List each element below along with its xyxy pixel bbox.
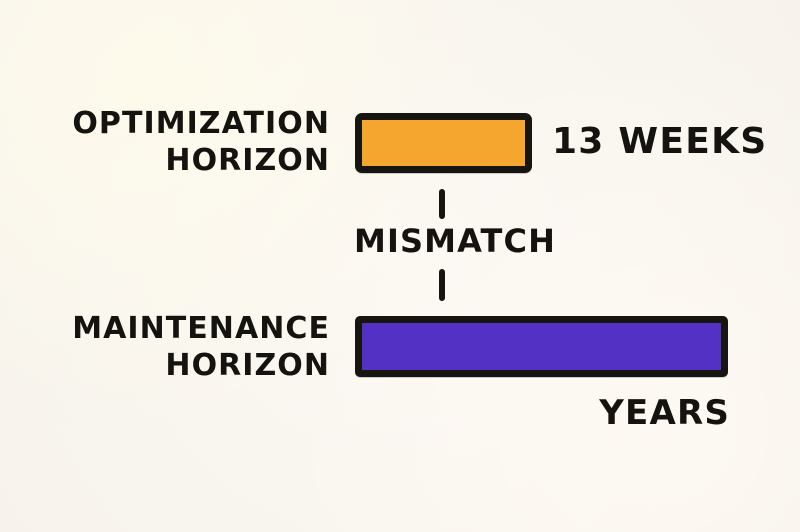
mismatch-tick-upper-icon (439, 189, 445, 219)
maintenance-horizon-label: MAINTENANCE HORIZON (72, 311, 330, 384)
optimization-label-line-1: OPTIMIZATION (72, 106, 330, 141)
optimization-horizon-label: OPTIMIZATION HORIZON (72, 106, 330, 179)
optimization-horizon-bar (355, 113, 532, 173)
mismatch-tick-lower-icon (439, 269, 445, 301)
maintenance-label-line-2: HORIZON (165, 347, 330, 383)
optimization-label-line-2: HORIZON (165, 142, 330, 178)
maintenance-horizon-value: YEARS (599, 393, 730, 433)
maintenance-label-line-1: MAINTENANCE (72, 311, 330, 346)
mismatch-label: MISMATCH (354, 222, 556, 260)
optimization-horizon-value: 13 WEEKS (552, 121, 768, 162)
maintenance-horizon-bar (355, 316, 728, 377)
